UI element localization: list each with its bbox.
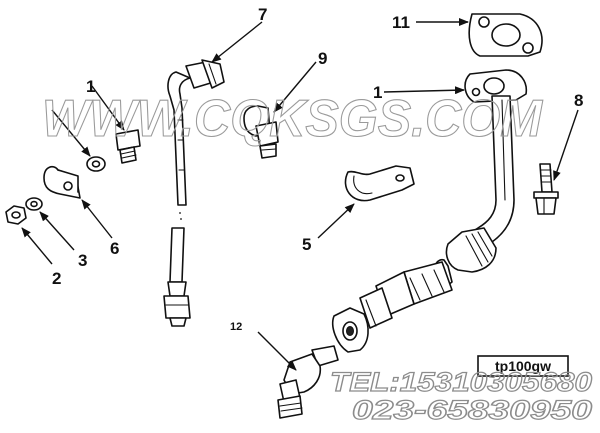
- washer-near-bolt: [86, 156, 106, 172]
- nut-part-2: [5, 205, 27, 225]
- gasket-part-11: [468, 13, 543, 57]
- callout-6: 6: [110, 239, 119, 258]
- capscrew-part-8: [533, 163, 559, 215]
- callout-9: 9: [318, 49, 327, 68]
- callout-12: 12: [230, 321, 242, 333]
- callout-labels: 7 9 11 1 8 1 6 3 2 5 12: [52, 5, 583, 333]
- flanged-tube-assembly: [464, 69, 528, 253]
- callout-2: 2: [52, 269, 61, 288]
- bolt-part-1: [115, 129, 141, 164]
- watermark-site: WWW.CQKSGS.COM: [42, 90, 544, 148]
- clamp-part-5: [344, 165, 415, 202]
- callout-7: 7: [258, 5, 267, 24]
- callout-11: 11: [392, 13, 410, 32]
- oil-line-part-7: [163, 59, 225, 327]
- watermark-phone: 023-65830950: [352, 395, 592, 425]
- watermark-tel: TEL:15310305680: [330, 367, 592, 397]
- watermarks: WWW.CQKSGS.COM TEL:15310305680 023-65830…: [41, 89, 592, 425]
- hose-assembly: [332, 227, 497, 353]
- figure-code: tp100gw: [495, 358, 551, 374]
- figure-code-box: tp100gw: [477, 355, 569, 377]
- callout-1-left: 1: [86, 77, 95, 96]
- callout-1-right: 1: [373, 83, 382, 102]
- elbow-fitting-part-9: [243, 105, 279, 159]
- callout-3: 3: [78, 251, 87, 270]
- callout-8: 8: [574, 91, 583, 110]
- callout-5: 5: [302, 235, 311, 254]
- leader-lines: [21, 18, 579, 371]
- bracket-part-6: [43, 165, 81, 199]
- elbow-adapter-part-12: [277, 345, 339, 419]
- lock-washer-part-3: [25, 197, 43, 211]
